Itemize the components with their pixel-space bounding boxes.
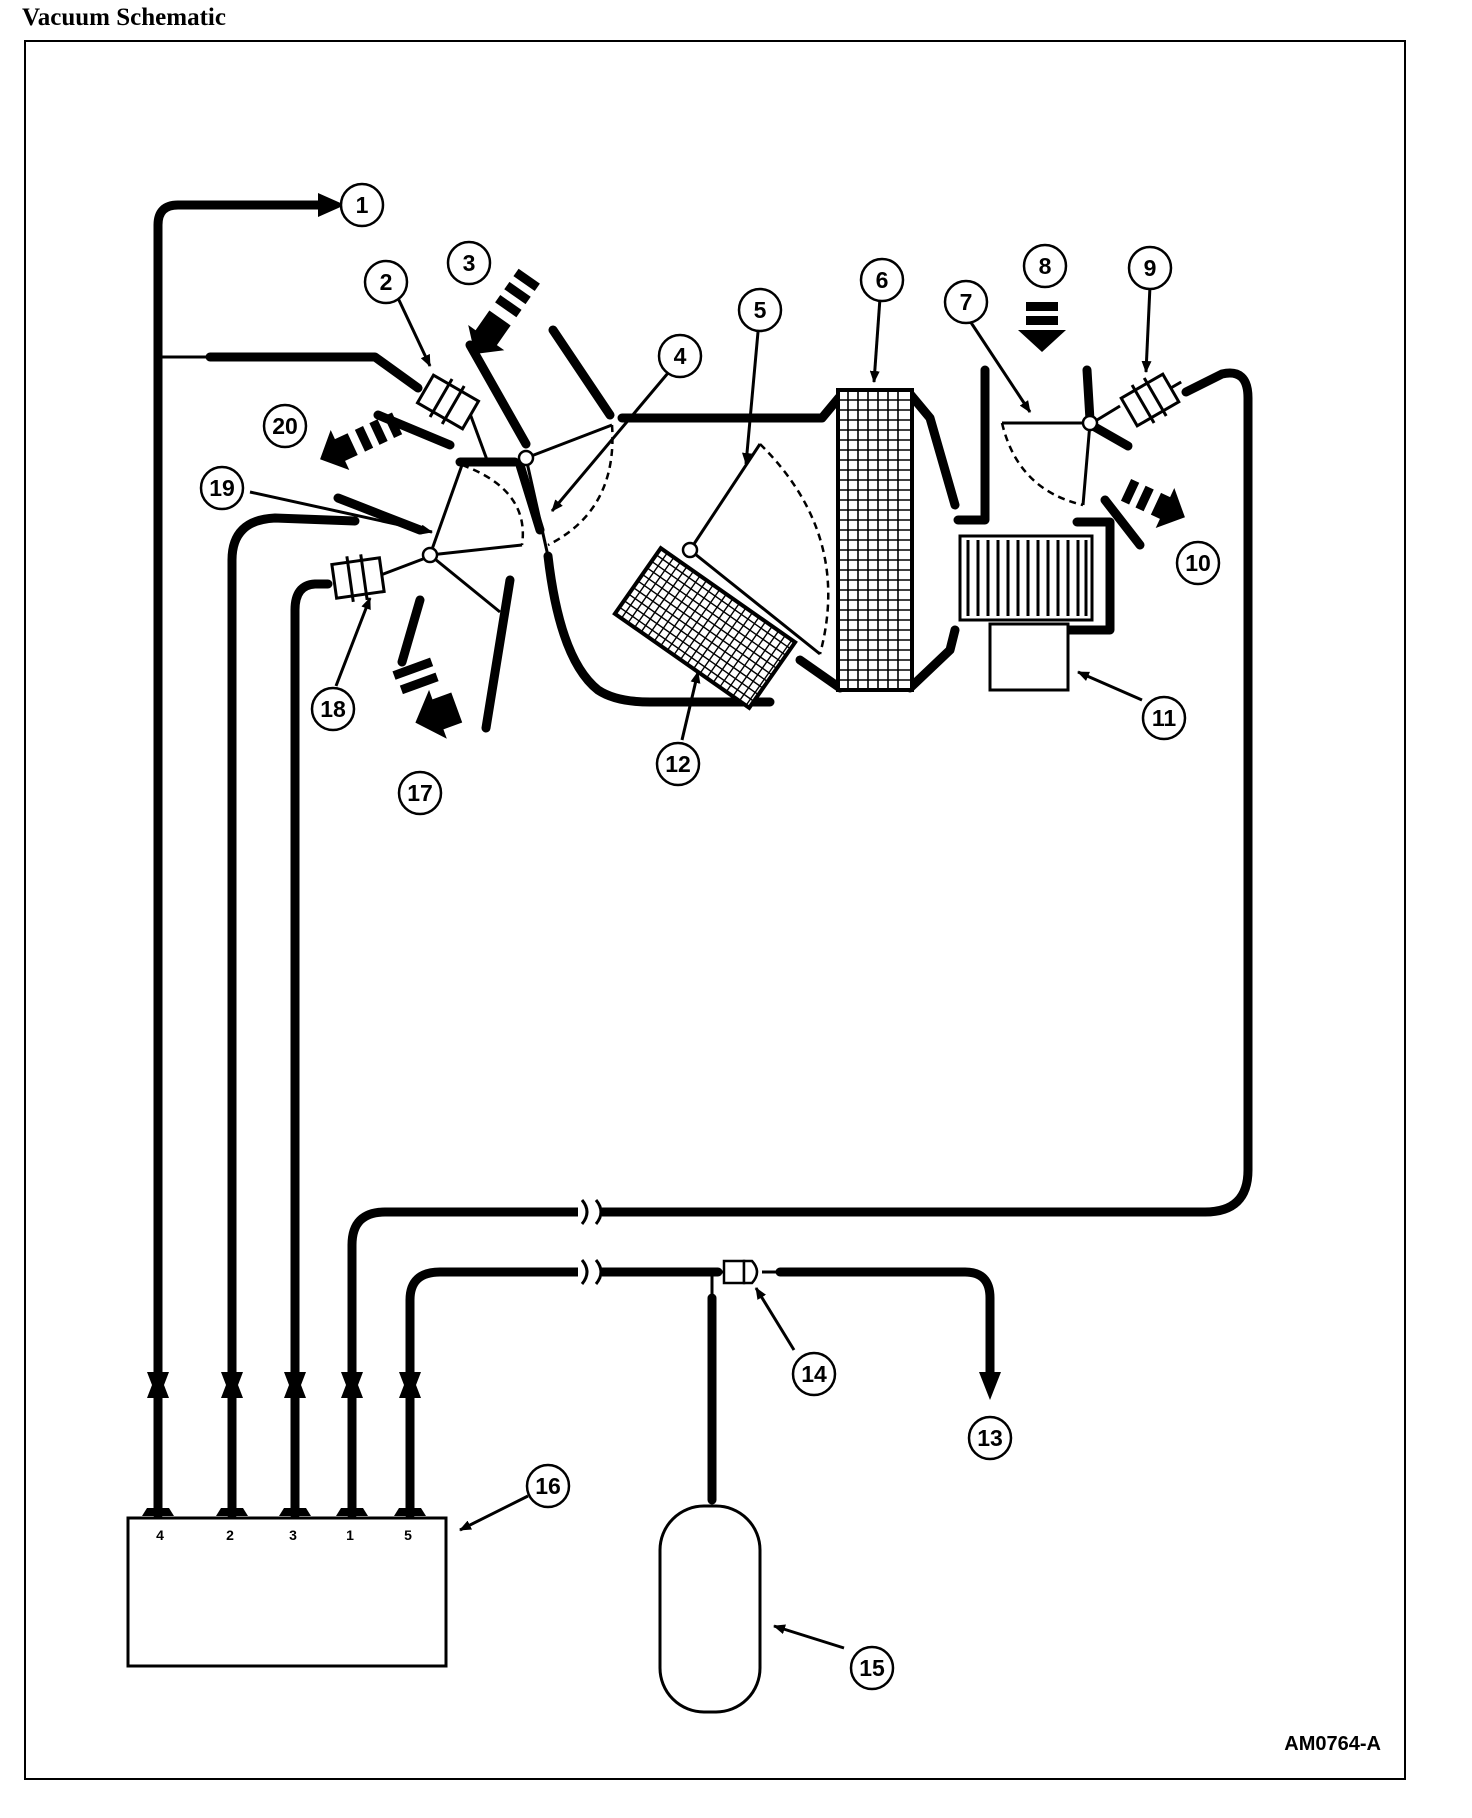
hose-port-1 [347, 368, 1253, 1390]
hose-port-2 [227, 513, 360, 1390]
port-connector-5 [394, 1372, 426, 1520]
port-connector-4 [142, 1372, 174, 1520]
leader-15 [773, 1624, 845, 1650]
callout-7: 7 [943, 279, 989, 325]
leader-16 [459, 1494, 529, 1532]
svg-text:14: 14 [801, 1361, 827, 1387]
svg-text:19: 19 [209, 475, 235, 501]
callout-6: 6 [859, 257, 905, 303]
callout-12: 12 [655, 741, 701, 787]
svg-text:10: 10 [1185, 550, 1211, 576]
svg-text:9: 9 [1144, 255, 1157, 281]
airflow-arrow-10 [1120, 478, 1185, 528]
callout-11: 11 [1141, 695, 1187, 741]
leader-9 [1141, 285, 1152, 373]
check-valve [722, 1259, 780, 1285]
port-connectors [142, 1372, 426, 1520]
vacuum-hoses [153, 193, 1253, 1505]
blower-wheel [958, 534, 1094, 622]
airflow-arrow-3 [468, 268, 540, 355]
leader-11 [1077, 670, 1143, 702]
vacuum-reservoir [658, 1504, 762, 1714]
svg-text:16: 16 [535, 1473, 561, 1499]
callout-20: 20 [262, 403, 308, 449]
callout-13: 13 [967, 1415, 1013, 1461]
svg-text:1: 1 [356, 192, 369, 218]
airflow-arrow-20 [320, 412, 403, 470]
port-connector-3 [279, 1372, 311, 1520]
svg-text:3: 3 [463, 250, 476, 276]
actuator-2 [415, 373, 489, 460]
port-label-4: 4 [156, 1527, 164, 1543]
callout-5: 5 [737, 287, 783, 333]
leader-14 [754, 1287, 796, 1351]
hose-port-3 [290, 579, 333, 1390]
control-assembly-box [126, 1516, 448, 1668]
hvac-case [543, 325, 1145, 707]
blower-motor [988, 622, 1070, 692]
svg-text:15: 15 [859, 1655, 885, 1681]
leader-12 [680, 671, 701, 741]
airflow-arrow-17 [392, 657, 463, 739]
heater-core [612, 545, 798, 711]
port-label-2: 2 [226, 1527, 234, 1543]
figure-id: AM0764-A [1284, 1733, 1381, 1755]
leader-5 [742, 331, 760, 465]
port-label-3: 3 [289, 1527, 297, 1543]
callout-8: 8 [1022, 243, 1068, 289]
leader-2 [396, 297, 432, 367]
leader-7 [966, 317, 1032, 413]
actuator-18 [330, 554, 425, 603]
svg-text:20: 20 [272, 413, 298, 439]
airflow-arrow-8 [1018, 302, 1066, 352]
port-connector-2 [216, 1372, 248, 1520]
svg-text:2: 2 [380, 269, 393, 295]
leader-6 [869, 297, 882, 383]
port-label-5: 5 [404, 1527, 412, 1543]
page-title: Vacuum Schematic [22, 4, 226, 31]
svg-text:13: 13 [977, 1425, 1003, 1451]
svg-text:18: 18 [320, 696, 346, 722]
callout-1: 1 [339, 182, 385, 228]
callout-19: 19 [199, 465, 245, 511]
svg-text:11: 11 [1152, 705, 1177, 731]
leader-18 [334, 597, 372, 687]
port-label-1: 1 [346, 1527, 354, 1543]
hose-to-actuator-2 [205, 352, 423, 393]
leader-19 [249, 490, 433, 535]
figure-frame [24, 40, 1406, 1780]
floor-door [333, 463, 525, 733]
svg-text:8: 8 [1039, 253, 1052, 279]
hose-to-13 [775, 1267, 995, 1380]
recirc-door [1000, 365, 1133, 507]
leader-4 [550, 372, 670, 512]
svg-text:12: 12 [665, 751, 691, 777]
callout-2: 2 [363, 259, 409, 305]
svg-text:5: 5 [754, 297, 767, 323]
callout-9: 9 [1127, 245, 1173, 291]
hose-1-arrowhead [318, 193, 345, 217]
callout-3: 3 [446, 240, 492, 286]
hose-5-connector [580, 1259, 603, 1285]
leader-lines [249, 285, 1152, 1650]
svg-text:7: 7 [960, 289, 973, 315]
callout-14: 14 [791, 1351, 837, 1397]
hose-13-arrowhead [979, 1372, 1001, 1400]
callout-15: 15 [849, 1645, 895, 1691]
svg-text:17: 17 [407, 780, 433, 806]
callout-10: 10 [1175, 540, 1221, 586]
actuator-9 [1119, 372, 1182, 428]
callout-18: 18 [310, 686, 356, 732]
hose-port-4 [153, 200, 323, 1390]
port-connector-1 [336, 1372, 368, 1520]
hose-port-5 [405, 1267, 723, 1390]
hose-1-connector [580, 1199, 603, 1225]
callout-17: 17 [397, 770, 443, 816]
svg-text:4: 4 [674, 343, 687, 369]
callout-4: 4 [657, 333, 703, 379]
callout-16: 16 [525, 1463, 571, 1509]
svg-text:6: 6 [876, 267, 889, 293]
evaporator-core [836, 388, 914, 692]
